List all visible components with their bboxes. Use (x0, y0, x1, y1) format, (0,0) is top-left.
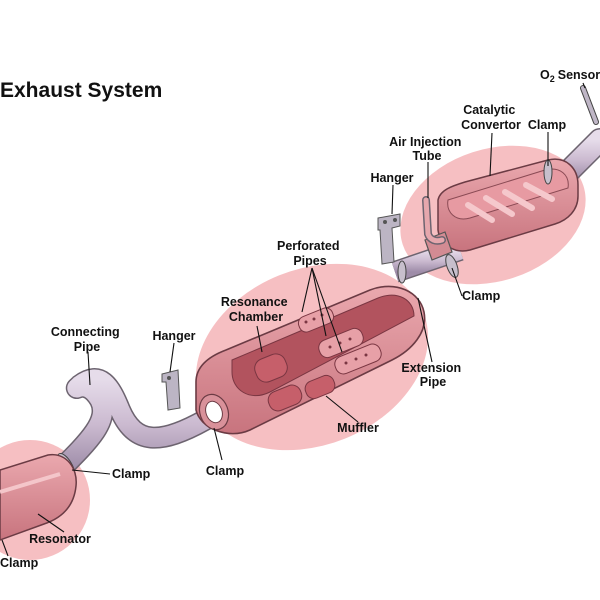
label-hanger-top: Hanger (370, 171, 413, 185)
label-hanger-mid: Hanger (152, 329, 195, 343)
catalytic-convertor-icon (422, 158, 579, 261)
connecting-pipe (50, 369, 215, 480)
label-clamp-center: Clamp (206, 464, 245, 478)
o2-sensor-icon (580, 85, 599, 125)
label-air-injection: Air Injection Tube (389, 135, 465, 163)
resonance-chamber (254, 353, 336, 412)
label-resonator: Resonator (29, 532, 91, 546)
cat-ribs (465, 182, 555, 223)
label-clamp-top: Clamp (528, 118, 567, 132)
label-catalytic: Catalytic Convertor (461, 103, 521, 132)
muffler-icon (195, 285, 426, 435)
label-clamp-bottom: Clamp (0, 556, 39, 570)
perforation-dots (304, 313, 368, 365)
label-clamp-right: Clamp (462, 289, 501, 303)
hanger-mid (161, 369, 181, 411)
label-connecting-pipe: Connecting Pipe (51, 325, 123, 354)
hanger-top (377, 213, 401, 265)
label-resonance: Resonance Chamber (221, 295, 291, 324)
diagram-title: Exhaust System (0, 79, 162, 102)
label-muffler: Muffler (337, 421, 379, 435)
label-clamp-left: Clamp (112, 467, 151, 481)
label-perforated: Perforated Pipes (277, 239, 343, 268)
leader-lines (1, 82, 586, 557)
label-extension-pipe: Extension Pipe (401, 361, 464, 389)
hanger-bracket-icon (161, 213, 401, 411)
